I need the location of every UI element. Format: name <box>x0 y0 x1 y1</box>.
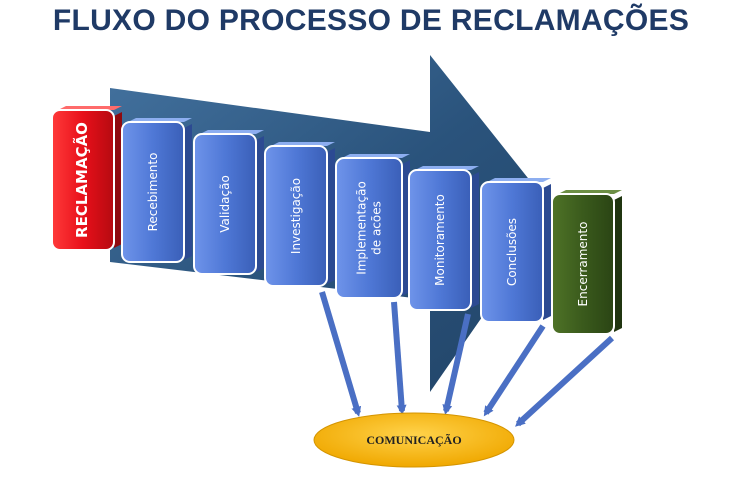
stage-investigacao-label: Investigação <box>289 178 303 254</box>
stage-investigacao: Investigação <box>264 142 335 287</box>
stage-conclusoes-box <box>480 181 544 323</box>
stage-investigacao-side <box>327 148 335 284</box>
stage-encerramento-label: Encerramento <box>576 222 590 307</box>
stage-validacao-side <box>256 136 264 272</box>
stage-encerramento: Encerramento <box>551 190 622 335</box>
connector-encerramento <box>515 335 615 427</box>
stage-monitoramento: Monitoramento <box>408 166 479 311</box>
stage-encerramento-side <box>614 196 622 332</box>
stage-validacao: Validação <box>193 130 264 275</box>
stage-implementacao-label: Implementaçãode acões <box>355 181 384 275</box>
connector-implementacao <box>391 301 407 415</box>
communication-ellipse <box>313 412 515 468</box>
diagram-title: FLUXO DO PROCESSO DE RECLAMAÇÕES <box>52 4 690 37</box>
communication-connectors <box>319 291 615 427</box>
stage-boxes: RECLAMAÇÃO Recebimento Validação Investigaç… <box>51 106 622 335</box>
stage-implementacao-box <box>335 157 403 299</box>
stage-recebimento-side <box>184 124 192 260</box>
stage-conclusoes-label: Conclusões <box>505 218 519 286</box>
stage-recebimento-box <box>121 121 185 263</box>
stage-validacao-label: Validação <box>218 175 232 233</box>
stage-investigacao-box <box>264 145 328 287</box>
communication-node: COMUNICAÇÃO <box>313 412 515 468</box>
connector-conclusoes <box>483 324 546 417</box>
stage-monitoramento-side <box>471 172 479 308</box>
stage-implementacao: Implementaçãode acões <box>335 154 410 299</box>
stage-reclamacao-box <box>51 109 115 251</box>
stage-conclusoes-side <box>543 184 551 320</box>
connector-monitoramento <box>442 313 471 415</box>
stage-reclamacao-label: RECLAMAÇÃO <box>72 122 91 238</box>
connector-investigacao <box>319 291 362 417</box>
stage-monitoramento-label: Monitoramento <box>433 194 447 286</box>
stage-recebimento-label: Recebimento <box>146 153 160 232</box>
stage-encerramento-box <box>551 193 615 335</box>
stage-reclamacao: RECLAMAÇÃO <box>51 106 122 251</box>
stage-recebimento: Recebimento <box>121 118 192 263</box>
stage-validacao-box <box>193 133 257 275</box>
stage-monitoramento-box <box>408 169 472 311</box>
stage-reclamacao-side <box>114 112 122 248</box>
stage-conclusoes: Conclusões <box>480 178 551 323</box>
communication-label: COMUNICAÇÃO <box>366 433 461 447</box>
